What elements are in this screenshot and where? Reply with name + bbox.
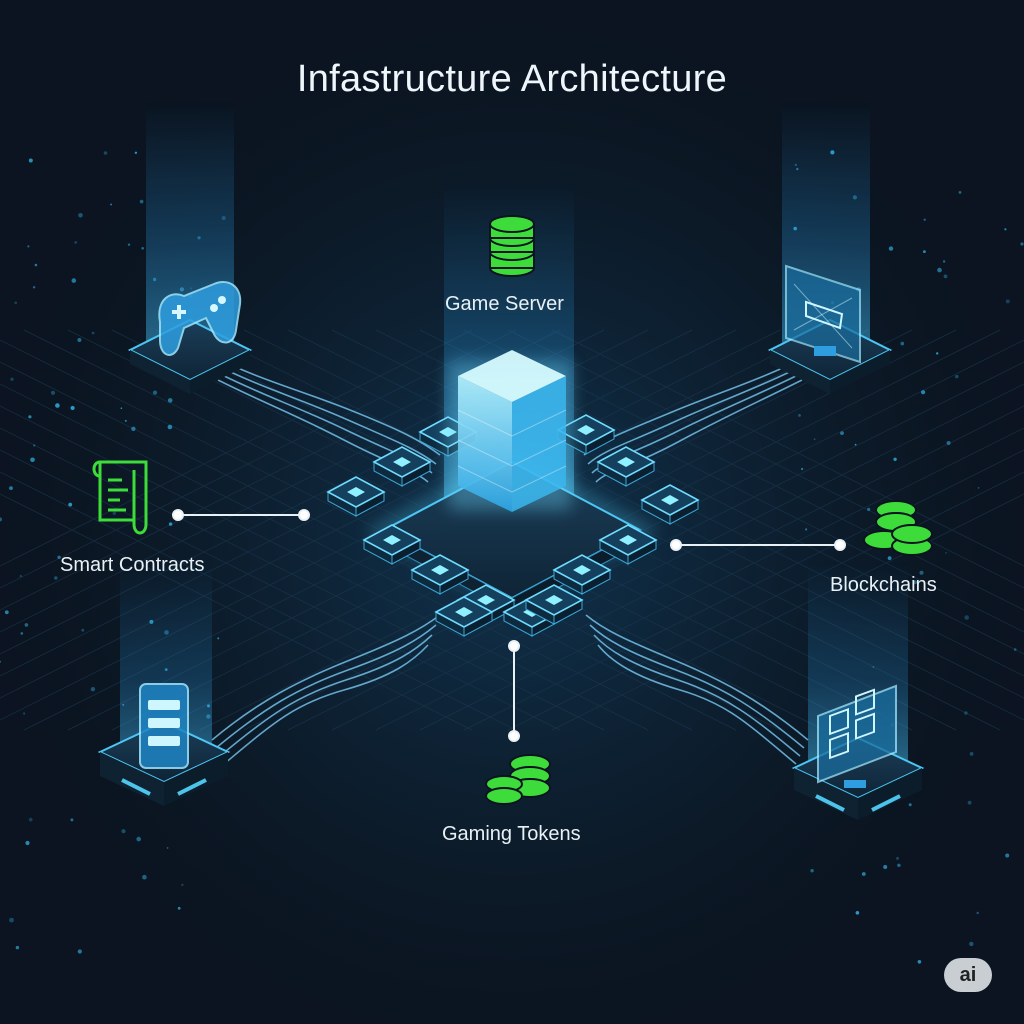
server-stack-icon (139, 683, 189, 769)
chip-module (372, 446, 432, 487)
chip-module (524, 584, 584, 625)
chip-module (598, 524, 658, 565)
contract-document-icon (92, 460, 148, 535)
smart-contracts-label: Smart Contracts (60, 554, 205, 576)
ai-badge: ai (944, 958, 992, 992)
chip-module (596, 446, 656, 487)
database-icon (489, 215, 535, 277)
dashboard-monitor-icon (817, 684, 897, 788)
chip-module (552, 554, 612, 595)
blockchains-label: Blockchains (830, 574, 937, 596)
game-server-label: Game Server (445, 293, 564, 315)
gaming-tokens-label: Gaming Tokens (442, 823, 581, 845)
chip-module (434, 596, 494, 637)
chip-module (362, 524, 422, 565)
monitor-gamepad-icon (785, 264, 861, 364)
connector-gaming-tokens (508, 640, 520, 742)
connector-smart-contracts (172, 509, 310, 521)
coin-stack-icon (863, 500, 933, 556)
gamepad-icon (158, 281, 242, 356)
connector-blockchains (670, 539, 846, 551)
server-tower-icon (448, 350, 572, 512)
chip-module (640, 484, 700, 525)
chip-module (326, 476, 386, 517)
chip-module (410, 554, 470, 595)
diagram-title: Infastructure Architecture (296, 58, 728, 100)
chip-modules (326, 414, 700, 637)
token-stack-icon (485, 754, 551, 805)
